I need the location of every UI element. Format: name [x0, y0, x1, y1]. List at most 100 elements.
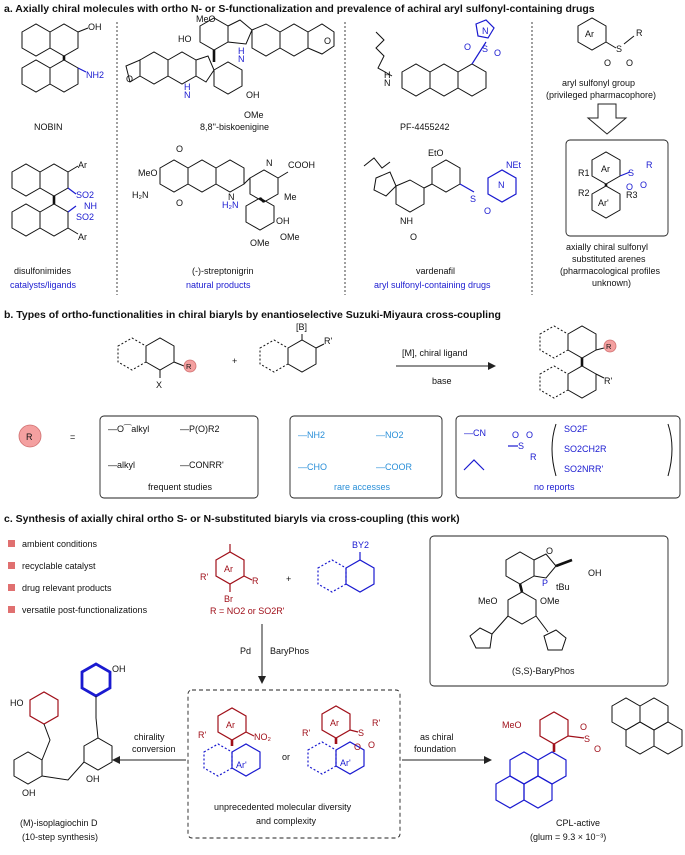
- arylsulfonyl-o2: O: [626, 58, 633, 68]
- chirality-label-1: chirality: [134, 732, 165, 742]
- vardenafil-structure: [363, 157, 517, 213]
- bp-o: O: [546, 546, 553, 556]
- strep-h2n: H₂N: [132, 190, 149, 200]
- down-arrow-icon: [586, 103, 628, 135]
- arylsulfonyl-o1: O: [604, 58, 611, 68]
- rare-item-1: —NH2: [298, 430, 325, 440]
- strep-me: Me: [284, 192, 297, 202]
- streptonigrin-structure: [159, 159, 289, 231]
- b-equals: =: [70, 432, 75, 442]
- axial-r1: R1: [578, 168, 590, 178]
- pf-structure: [375, 19, 495, 97]
- nobin-structure: [21, 23, 89, 93]
- b-rprime: R': [324, 336, 332, 346]
- strep-o1: O: [176, 144, 183, 154]
- section-a-title: a. Axially chiral molecules with ortho N…: [4, 3, 595, 15]
- isoplagiochin-structure: [13, 662, 113, 785]
- pf-n-ring: N: [482, 26, 489, 36]
- c-rprime: R': [200, 572, 208, 582]
- cpl-glum: (glum = 9.3 × 10⁻³): [530, 832, 606, 842]
- pf-o2: O: [494, 48, 501, 58]
- axial-r3: R3: [626, 190, 638, 200]
- c-by2: BY2: [352, 540, 369, 550]
- arylsulfonyl-s: S: [616, 44, 622, 54]
- strep-ome1: OMe: [280, 232, 300, 242]
- foundation-label-2: foundation: [414, 744, 456, 754]
- rare-box: [289, 415, 443, 499]
- b-r-circle-label: R: [186, 362, 192, 371]
- aryl-sulfonyl-label: aryl sulfonyl group: [562, 78, 635, 88]
- strep-n1: N: [228, 192, 235, 202]
- axially-label-4: unknown): [592, 278, 631, 288]
- b-arrow-head-icon: [488, 362, 496, 370]
- nitro-arp: Ar': [236, 760, 247, 770]
- bisk-ho: HO: [178, 34, 192, 44]
- bisk-meo: MeO: [196, 14, 216, 24]
- strep-nh2: H₂N: [222, 200, 239, 210]
- bisk-oh: OH: [246, 90, 260, 100]
- cpl-s: S: [584, 734, 590, 744]
- sulf-rprime-right: R': [372, 718, 380, 728]
- c-baryphos: BaryPhos: [270, 646, 310, 656]
- b-product-rprime: R': [604, 376, 612, 386]
- sulf-o1: O: [354, 742, 361, 752]
- axial-sulfonyl-box: [565, 139, 669, 237]
- nobin-oh: OH: [88, 22, 102, 32]
- foundation-arrow-head-icon: [484, 756, 492, 764]
- noreport-item-1: —CN: [464, 428, 486, 438]
- strep-oh: OH: [276, 216, 290, 226]
- diversity-line-1: unprecedented molecular diversity: [214, 802, 352, 812]
- axial-sulfonyl-structure: [591, 151, 631, 219]
- vard-n: N: [498, 180, 505, 190]
- section-c-title: c. Synthesis of axially chiral ortho S- …: [4, 513, 460, 525]
- privileged-label: (privileged pharmacophore): [546, 90, 656, 100]
- strep-cooh: COOH: [288, 160, 315, 170]
- sulfonyl-drugs-label: aryl sulfonyl-containing drugs: [374, 280, 491, 290]
- noreport-item-3: SO2CH2R: [564, 444, 607, 454]
- baryphos-name: (S,S)-BaryPhos: [512, 666, 575, 676]
- nitro-ar: Ar: [226, 720, 235, 730]
- pf-h: H: [384, 70, 391, 80]
- sulf-arp: Ar': [340, 758, 351, 768]
- nitro-rprime: R': [198, 730, 206, 740]
- rare-item-2: —NO2: [376, 430, 404, 440]
- disulf-so2-top: SO2: [76, 190, 94, 200]
- axial-ar: Ar: [601, 164, 610, 174]
- feature-3: drug relevant products: [22, 583, 112, 593]
- sulfonyl-bracket: S O O R: [508, 423, 673, 477]
- nobin-label: NOBIN: [34, 122, 63, 132]
- baryphos-box: [429, 535, 669, 687]
- sulfonyl-product: [307, 705, 365, 775]
- bp-tbu: tBu: [556, 582, 570, 592]
- disulf-so2-bottom: SO2: [76, 212, 94, 222]
- axial-s: S: [628, 168, 634, 178]
- streptonigrin-label: (-)-streptonigrin: [192, 266, 254, 276]
- biskoenigine-label: 8,8''-biskoenigine: [200, 122, 269, 132]
- c-down-arrow-head-icon: [258, 676, 266, 684]
- b-reagent-top: [M], chiral ligand: [402, 348, 468, 358]
- strep-meo: MeO: [138, 168, 158, 178]
- sulf-o2: O: [368, 740, 375, 750]
- vinyl-icon: [463, 459, 485, 471]
- disulf-ar-bottom: Ar: [78, 232, 87, 242]
- bisk-h2: H: [184, 82, 191, 92]
- bisk-h1: H: [238, 46, 245, 56]
- b-reagent-bottom: base: [432, 376, 452, 386]
- baryphos-structure: [469, 551, 573, 651]
- sulf-s: S: [358, 728, 364, 738]
- chirality-arrow-head-icon: [112, 756, 120, 764]
- biskoenigine-structure: [125, 17, 335, 95]
- feature-2: recyclable catalyst: [22, 561, 96, 571]
- nitro-no2: NO₂: [254, 732, 272, 742]
- rare-item-3: —CHO: [298, 462, 327, 472]
- pf-s: S: [482, 44, 488, 54]
- b-reactant-1: [117, 337, 197, 378]
- natural-products-label: natural products: [186, 280, 251, 290]
- strep-o2: O: [176, 198, 183, 208]
- rare-caption: rare accesses: [334, 482, 391, 492]
- c-pd: Pd: [240, 646, 251, 656]
- axial-o1: O: [626, 182, 633, 192]
- or-label: or: [282, 752, 290, 762]
- feature-list: [8, 540, 15, 613]
- sulf-ar: Ar: [330, 718, 339, 728]
